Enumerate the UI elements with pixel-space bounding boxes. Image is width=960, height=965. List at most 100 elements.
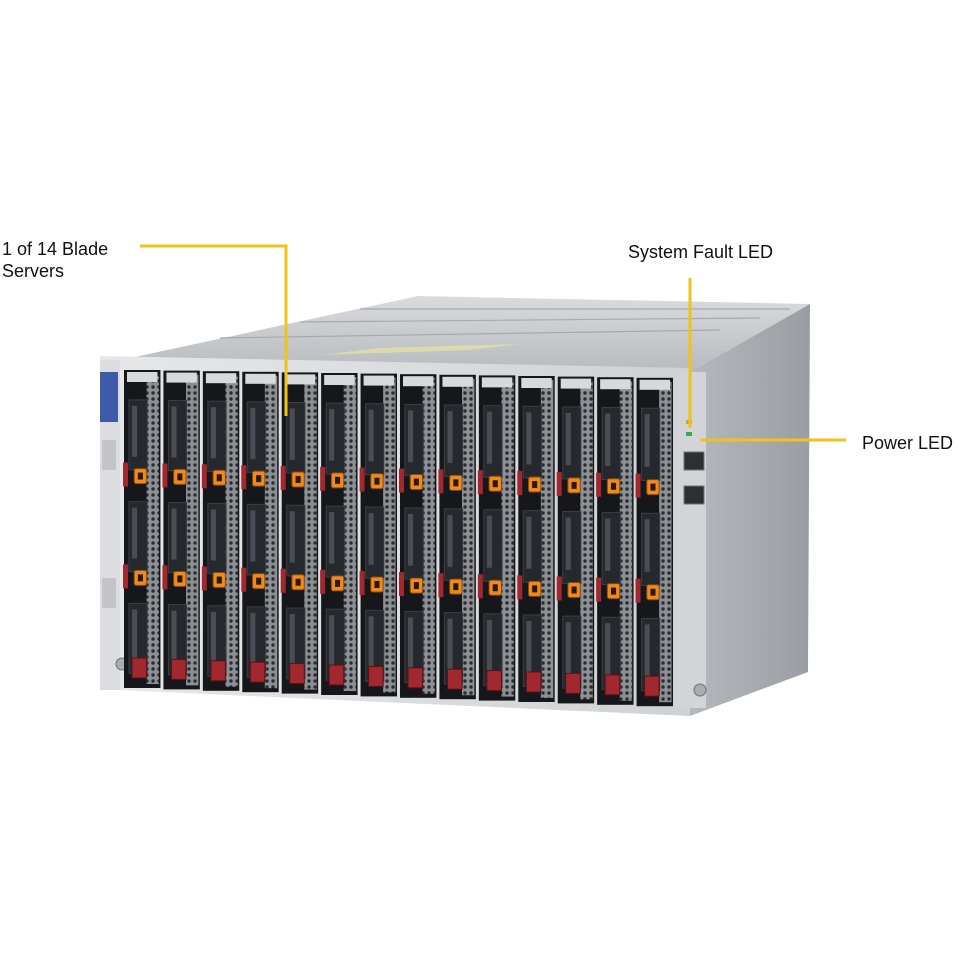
blade-drive-slot bbox=[605, 623, 611, 676]
blade-side-latch bbox=[241, 465, 247, 490]
blade-release-handle-grip bbox=[413, 582, 419, 590]
blade-vent-mesh bbox=[462, 378, 475, 696]
chassis-side bbox=[690, 304, 810, 716]
blade-side-latch bbox=[438, 573, 444, 598]
blade-drive-tray bbox=[286, 401, 306, 474]
blade-bottom-latch bbox=[170, 658, 187, 680]
blade-drive-slot bbox=[486, 411, 492, 464]
blade-server bbox=[280, 372, 319, 694]
blade-vent-mesh bbox=[540, 380, 554, 698]
blade-release-handle-grip bbox=[256, 577, 262, 585]
blade-drive-tray bbox=[325, 402, 345, 475]
blade-drive-slot bbox=[447, 411, 453, 463]
blade-side-latch bbox=[359, 570, 365, 595]
blade-vent-mesh bbox=[659, 381, 672, 703]
blade-drive-slot bbox=[132, 507, 138, 559]
blade-side-latch bbox=[635, 578, 641, 603]
blade-server-bays bbox=[123, 370, 673, 707]
blade-drive-tray bbox=[128, 399, 148, 471]
blade-drive-tray bbox=[365, 506, 385, 579]
blade-drive-slot bbox=[486, 619, 492, 672]
blade-side-latch bbox=[123, 462, 128, 487]
blade-bottom-latch bbox=[249, 661, 266, 683]
blade-drive-slot bbox=[605, 413, 611, 466]
blade-drive-tray bbox=[641, 407, 661, 481]
blade-release-handle-grip bbox=[571, 586, 577, 594]
blade-bottom-latch bbox=[644, 675, 660, 697]
blade-drive-tray bbox=[365, 403, 385, 476]
blade-release-handle-grip bbox=[610, 482, 617, 490]
blade-vent-mesh bbox=[343, 377, 357, 691]
blade-server bbox=[517, 376, 555, 702]
blade-drive-slot bbox=[329, 409, 335, 461]
blade-drive-tray bbox=[167, 502, 188, 574]
blade-top-tab bbox=[403, 376, 434, 387]
blade-side-latch bbox=[280, 568, 286, 593]
blade-side-latch bbox=[635, 473, 641, 498]
blade-drive-slot bbox=[210, 611, 216, 663]
blade-release-handle-grip bbox=[453, 583, 459, 591]
blade-server bbox=[556, 376, 595, 704]
chassis-top-seams bbox=[219, 308, 790, 339]
blade-drive-tray bbox=[522, 405, 542, 479]
blade-side-latch bbox=[280, 465, 286, 490]
left-panel-vent bbox=[102, 440, 116, 470]
blade-release-handle-grip bbox=[610, 587, 617, 595]
blade-release-handle-grip bbox=[177, 575, 183, 583]
blade-release-handle-grip bbox=[650, 588, 656, 596]
blade-bottom-latch bbox=[486, 670, 502, 692]
blade-drive-slot bbox=[368, 409, 374, 462]
blade-drive-tray bbox=[443, 508, 464, 581]
blade-release-handle-grip bbox=[295, 578, 301, 586]
blade-server bbox=[635, 377, 673, 707]
blade-side-latch bbox=[596, 472, 602, 497]
blade-drive-slot bbox=[565, 517, 571, 570]
blade-release-handle-grip bbox=[374, 477, 380, 485]
blade-drive-slot bbox=[132, 405, 138, 457]
blade-drive-slot bbox=[526, 412, 532, 465]
network-port-1 bbox=[683, 451, 705, 471]
blade-drive-tray bbox=[641, 512, 661, 587]
blade-side-latch bbox=[399, 572, 404, 597]
blade-drive-tray bbox=[601, 511, 621, 585]
blade-drive-tray bbox=[562, 406, 582, 480]
blade-bottom-latch bbox=[210, 660, 226, 682]
blade-side-latch bbox=[596, 577, 602, 602]
blade-drive-slot bbox=[486, 515, 492, 568]
blade-drive-tray bbox=[404, 403, 424, 477]
blade-release-handle-grip bbox=[256, 475, 262, 483]
blade-side-latch bbox=[517, 575, 523, 600]
blade-server bbox=[162, 370, 200, 690]
blade-server bbox=[596, 377, 634, 705]
blade-release-handle-grip bbox=[453, 479, 459, 487]
blade-drive-slot bbox=[644, 519, 650, 572]
blade-drive-tray bbox=[246, 503, 267, 576]
blade-vent-mesh bbox=[186, 374, 199, 686]
blade-drive-slot bbox=[329, 615, 335, 667]
blade-drive-slot bbox=[250, 510, 256, 562]
blade-side-latch bbox=[556, 471, 562, 496]
blade-servers-callout-line1: 1 of 14 Blade bbox=[2, 239, 109, 259]
blade-vent-mesh bbox=[225, 375, 238, 687]
blade-vent-mesh bbox=[146, 374, 159, 684]
blade-server bbox=[241, 371, 279, 693]
blade-servers-callout-line2: Servers bbox=[2, 261, 65, 281]
blade-side-latch bbox=[320, 569, 326, 594]
blade-release-handle-grip bbox=[532, 585, 538, 593]
blade-servers-callout: 1 of 14 Blade Servers bbox=[2, 238, 108, 282]
blade-drive-slot bbox=[565, 412, 571, 466]
blade-drive-tray bbox=[601, 407, 621, 481]
blade-drive-slot bbox=[408, 617, 414, 670]
power-led bbox=[686, 432, 692, 436]
blade-release-handle-grip bbox=[492, 480, 498, 488]
blade-bottom-latch bbox=[289, 663, 305, 685]
blade-bottom-latch bbox=[328, 664, 345, 686]
blade-side-latch bbox=[359, 467, 365, 492]
blade-drive-slot bbox=[171, 508, 177, 560]
blade-drive-tray bbox=[325, 505, 345, 578]
blade-side-latch bbox=[241, 567, 247, 592]
blade-side-latch bbox=[438, 469, 444, 494]
blade-top-tab bbox=[560, 378, 592, 389]
